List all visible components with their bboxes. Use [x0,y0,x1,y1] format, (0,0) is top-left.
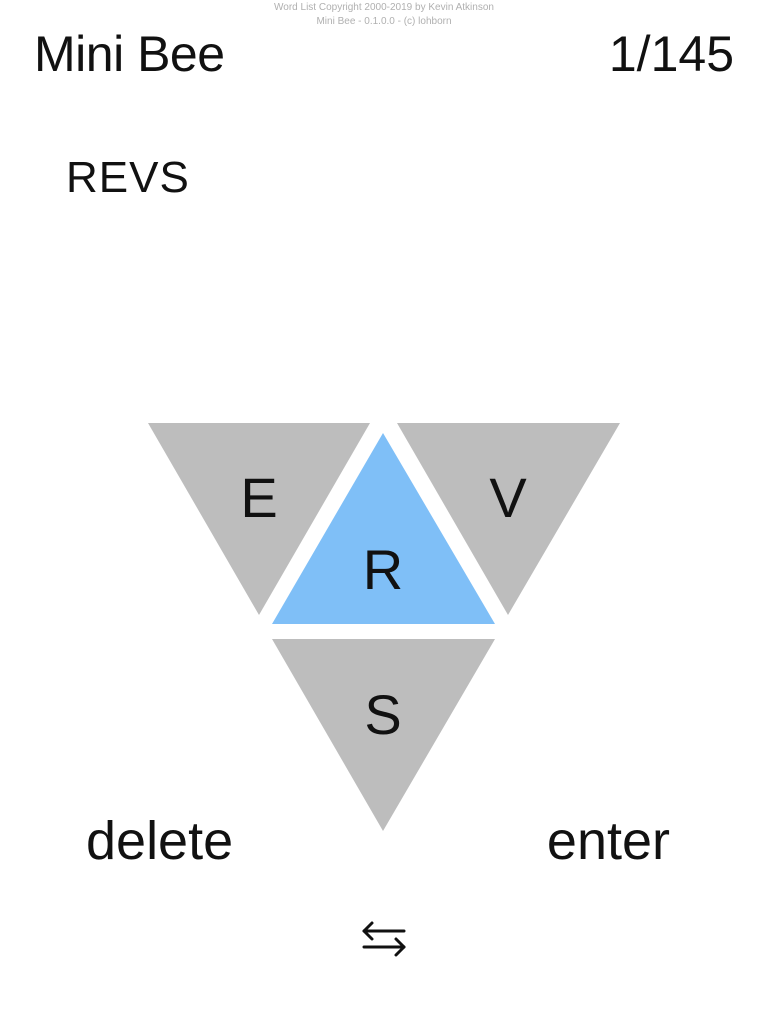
shuffle-icon [362,921,406,957]
tile-top-left[interactable]: E [148,423,370,615]
tile-bottom[interactable]: S [272,639,495,831]
tile-top-left-shape[interactable] [148,423,370,615]
tile-bottom-letter: S [364,683,401,746]
delete-button[interactable]: delete [86,811,234,871]
tile-center-shape[interactable] [272,433,495,624]
tile-center[interactable]: R [272,433,495,624]
page-title: Mini Bee [34,26,225,82]
current-word: REVS [66,153,190,202]
enter-button[interactable]: enter [546,811,670,871]
credits-wordlist: Word List Copyright 2000-2019 by Kevin A… [274,2,494,13]
shuffle-button[interactable] [354,908,414,968]
tile-bottom-shape[interactable] [272,639,495,831]
tile-top-right-letter: V [489,466,527,529]
credits: Word List Copyright 2000-2019 by Kevin A… [0,1,768,29]
word-counter: 1/145 [608,26,734,82]
tile-top-left-letter: E [240,466,277,529]
credits-app: Mini Bee - 0.1.0.0 - (c) lohborn [316,16,452,27]
tile-top-right-shape[interactable] [397,423,620,615]
tile-top-right[interactable]: V [397,423,620,615]
tile-center-letter: R [363,538,403,601]
